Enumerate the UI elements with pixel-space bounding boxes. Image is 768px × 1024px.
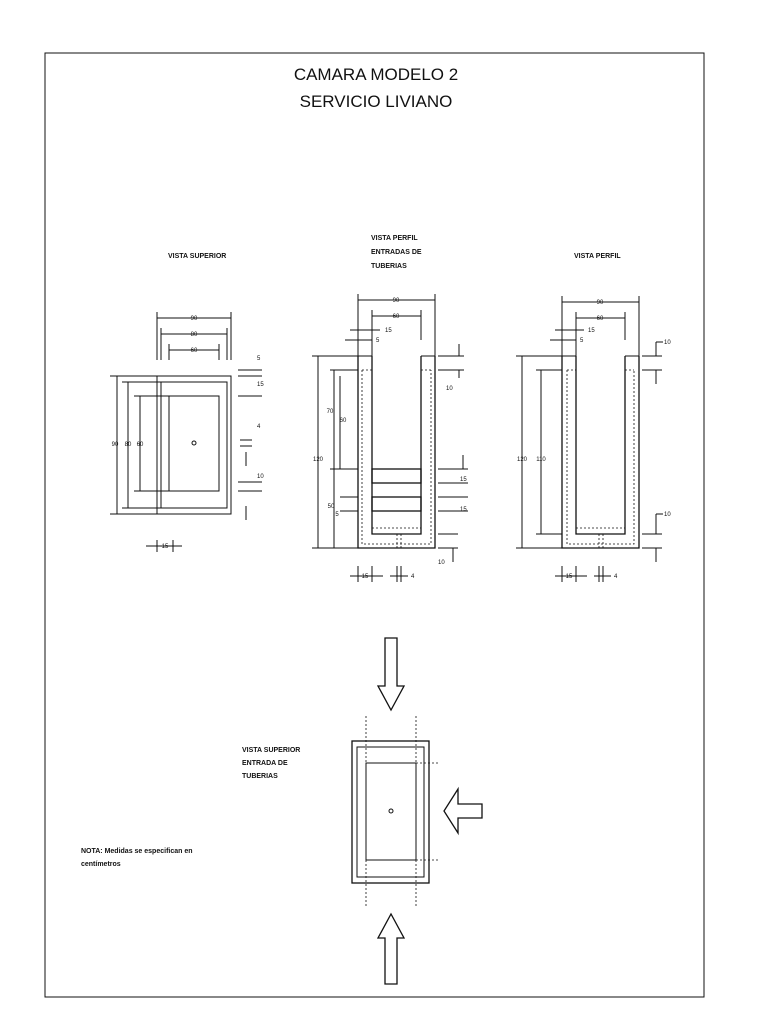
mid-dim-h3: 60: [340, 418, 347, 424]
top-dim-r2: 15: [257, 382, 264, 388]
top-dim-r1: 5: [257, 356, 261, 362]
mid-dim-h1: 120: [313, 457, 324, 463]
top-view: VISTA SUPERIOR 90 80 60 90 80 60 5 15 4 …: [110, 253, 264, 552]
right-inner-wall: [575, 356, 626, 535]
top-dim-b1: 15: [162, 544, 169, 550]
right-dim-w1: 90: [597, 300, 604, 306]
mid-dim-b1: 15: [362, 574, 369, 580]
top-dim-h3: 60: [137, 442, 144, 448]
note-line-2: centímetros: [81, 861, 121, 868]
top-view-label: VISTA SUPERIOR: [168, 253, 226, 260]
sheet-border: [44, 52, 705, 998]
profile-view: VISTA PERFIL 90 60 15 5 120 110 10: [516, 253, 671, 582]
right-dim-r2: 10: [664, 512, 671, 518]
bottom-outer-wall: [351, 740, 430, 884]
mid-dim-h5: 5: [335, 512, 339, 518]
top-dim-w1: 90: [191, 316, 198, 322]
profile-inlets-label-3: TUBERIAS: [371, 263, 407, 270]
right-dim-b1: 15: [566, 574, 573, 580]
right-dim-h1: 120: [517, 457, 528, 463]
top-dim-r4: 10: [257, 474, 264, 480]
top-drain: [191, 440, 197, 446]
mid-dim-r1: 10: [446, 386, 453, 392]
top-outer-wall: [156, 375, 232, 515]
top-dim-r3: 4: [257, 424, 261, 430]
top-inlets-label-1: VISTA SUPERIOR: [242, 747, 300, 754]
mid-inner-wall: [371, 356, 422, 535]
arrow-left-icon: [443, 786, 483, 836]
mid-dim-w2: 60: [393, 314, 400, 320]
top-mid-wall: [160, 381, 228, 509]
top-dim-h1: 90: [112, 442, 119, 448]
mid-outer-wall: [357, 356, 436, 549]
profile-label: VISTA PERFIL: [574, 253, 621, 260]
right-dim-h2: 110: [536, 457, 546, 463]
bottom-inner-opening: [365, 762, 417, 861]
title-line-2: SERVICIO LIVIANO: [300, 92, 453, 111]
profile-inlets-label-2: ENTRADAS DE: [371, 249, 422, 256]
mid-inlet-lower: [371, 496, 422, 512]
top-inlets-label-3: TUBERIAS: [242, 773, 278, 780]
mid-dim-h4: 50: [328, 504, 335, 510]
mid-dim-h2: 70: [327, 409, 334, 415]
note-line-1: NOTA: Medidas se especifican en: [81, 848, 193, 855]
top-inlets-view: VISTA SUPERIOR ENTRADA DE TUBERIAS: [242, 637, 483, 985]
mid-inlet-upper: [371, 468, 422, 484]
top-inner-opening: [168, 395, 220, 492]
top-dim-w2: 80: [191, 332, 198, 338]
top-dim-w3: 60: [191, 348, 198, 354]
top-inlets-label-2: ENTRADA DE: [242, 760, 288, 767]
arrow-down-icon: [376, 637, 406, 712]
title-line-1: CAMARA MODELO 2: [294, 65, 458, 84]
mid-dim-w3: 15: [385, 328, 392, 334]
mid-dim-r2: 15: [460, 477, 467, 483]
bottom-mid-wall: [356, 746, 425, 878]
right-dim-w4: 5: [580, 338, 584, 344]
right-dim-w3: 15: [588, 328, 595, 334]
profile-inlets-view: VISTA PERFIL ENTRADAS DE TUBERIAS 90 60 …: [312, 235, 468, 582]
mid-dim-w4: 5: [376, 338, 380, 344]
right-outer-wall: [561, 356, 640, 549]
right-dim-w2: 60: [597, 316, 604, 322]
mid-dim-b2: 4: [411, 574, 415, 580]
mid-dim-r3: 15: [460, 507, 467, 513]
profile-inlets-label-1: VISTA PERFIL: [371, 235, 418, 242]
right-dim-r1: 10: [664, 340, 671, 346]
mid-dim-w1: 90: [393, 298, 400, 304]
bottom-drain: [388, 808, 394, 814]
arrow-up-icon: [376, 912, 406, 985]
top-dim-h2: 80: [125, 442, 132, 448]
right-dim-b2: 4: [614, 574, 618, 580]
mid-dim-r4: 10: [438, 560, 445, 566]
